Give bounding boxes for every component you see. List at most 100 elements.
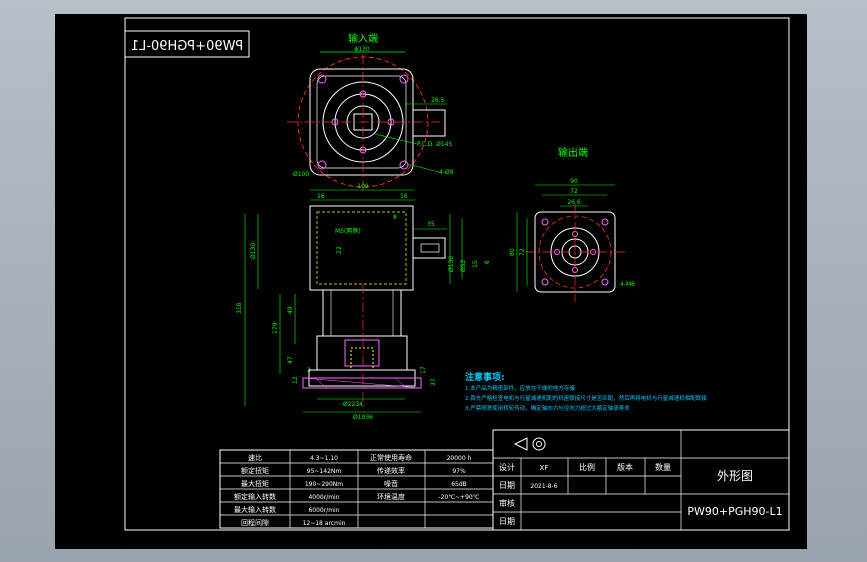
spec-cell: 190~290Nm: [305, 481, 343, 488]
code-box: [124, 30, 250, 58]
spec-cell: 最大输入转数: [234, 505, 276, 514]
spec-table: 速比 4.3~1.10 正常使用寿命 20000 h 额定扭矩 95~142Nm…: [219, 449, 494, 529]
tb-qty-label: 数量: [655, 462, 671, 472]
spec-cell: 额定扭矩: [241, 466, 269, 475]
dim-dia-100: Ø100: [293, 171, 309, 178]
dim-15: 15: [472, 260, 479, 268]
spec-cell: 6000r/min: [308, 507, 339, 514]
dim-37: 37: [430, 378, 437, 386]
bolt-hole: [590, 249, 596, 255]
spec-cell: 4000r/min: [308, 494, 339, 501]
spec-cell: 最大扭矩: [241, 479, 269, 488]
input-end-label: 输入端: [348, 32, 378, 45]
side-dim-72: 72: [570, 188, 578, 195]
dim-17: 17: [420, 366, 427, 374]
bolt-hole: [541, 278, 549, 286]
side-dim-90: 90: [570, 178, 578, 185]
spec-cell: 20000 h: [447, 455, 472, 462]
dim-130-left: Ø130: [250, 243, 257, 259]
dim-dia-bottom-a: Ø2234: [343, 401, 363, 408]
spec-cell: 传递效率: [377, 466, 405, 475]
dim-26-5: 26.5: [431, 97, 445, 104]
dim-16a: 16: [317, 193, 325, 200]
flange-section: [302, 377, 422, 389]
dim-49: 49: [287, 306, 294, 314]
spec-cell: 正常使用寿命: [370, 453, 412, 462]
side-holes: 4-M6: [620, 281, 635, 288]
bolt-hole: [399, 74, 409, 84]
spec-cell: 速比: [248, 453, 262, 462]
spec-cell: -20℃~+90℃: [439, 494, 480, 501]
cad-drawing: PW90+PGH90-L1 输入端 ϕ130 26.5 P.C.D. Ø145 …: [124, 17, 790, 531]
tb-drawing-name: 外形图: [717, 469, 753, 483]
dim-6: 6: [484, 260, 491, 264]
spec-cell: 环境温度: [377, 492, 405, 501]
shaft-key: [420, 243, 440, 253]
projection-circle-inner-icon: [536, 441, 542, 447]
projection-circle-icon: [532, 437, 546, 451]
hidden-gear: [350, 347, 374, 371]
dim-shaft-key: M5(两侧): [335, 227, 361, 235]
dim-109: 109: [357, 183, 369, 190]
note-2: 2.首先严格检查电机与行星减速机配的机座联接尺寸是否匹配，然后再将电机与行星减速…: [465, 394, 707, 402]
spec-cell: 噪音: [384, 479, 398, 488]
dim-16b: 16: [400, 193, 408, 200]
tb-design-value: XF: [540, 464, 549, 472]
dim-179: 179: [272, 322, 279, 334]
drawing-sheet: PW90+PGH90-L1 输入端 ϕ130 26.5 P.C.D. Ø145 …: [55, 14, 807, 549]
adapter-inner: [330, 289, 394, 337]
dim-dia-130: Ø130: [448, 256, 455, 272]
bolt-hole: [554, 249, 560, 255]
tb-sheet-label: 版本: [617, 462, 633, 472]
tb-date-label: 日期: [499, 481, 515, 490]
leader: [406, 163, 440, 173]
leader: [374, 133, 418, 145]
dim-12: 12: [292, 376, 299, 384]
border-frame: [124, 17, 790, 531]
dim-dia-shaft: Ø52: [460, 259, 467, 272]
side-dim-72v: 72: [519, 248, 526, 256]
dim-holes: 4-Ø9: [439, 169, 454, 176]
spec-cell: 97%: [452, 468, 466, 475]
sun-gear-section: [344, 339, 380, 367]
spec-cell: 12~18 arcmin: [303, 520, 346, 527]
hidden-outline: [316, 211, 407, 285]
flange-inner: [316, 75, 407, 169]
bolt-hole: [399, 160, 409, 170]
side-dim-80: 80: [509, 248, 516, 256]
bolt-hole: [317, 74, 327, 84]
adapter-housing: [322, 289, 402, 337]
note-1: 1.本产品为精密部件，应放在干燥的地方存储: [465, 384, 575, 392]
shaft-stub: [412, 109, 446, 137]
mirrored-code: PW90+PGH90-L1: [131, 39, 244, 54]
spec-cell: 回程间隙: [241, 518, 269, 527]
title-block-border: [492, 429, 790, 531]
dim-318: 318: [236, 302, 243, 314]
dim-22: 22: [336, 246, 343, 254]
output-end-label: 输出端: [558, 146, 588, 159]
tb-drawing-code: PW90+PGH90-L1: [687, 505, 782, 518]
bolt-hole: [601, 278, 609, 286]
note-3: 3.严禁随意使用转轮传动，确定轴向力与径向力超过大额定轴承寿命: [465, 404, 630, 412]
bolt-hole: [317, 160, 327, 170]
bolt-hole: [387, 118, 395, 126]
dim-pcd: P.C.D. Ø145: [417, 141, 452, 148]
dim-35: 35: [427, 221, 435, 228]
tb-date2-label: 日期: [499, 517, 515, 526]
side-dim-26-6: 26.6: [567, 199, 581, 206]
bolt-hole: [541, 218, 549, 226]
tb-scale-label: 比例: [579, 462, 595, 472]
hatch: [302, 377, 422, 389]
spec-cell: 4.3~1.10: [310, 455, 338, 462]
spec-cell: 65dB: [451, 481, 467, 488]
dim-dia-bottom-b: Ø1036: [353, 414, 373, 421]
projection-symbol-icon: [513, 437, 528, 451]
bolt-hole: [601, 218, 609, 226]
hatch: [394, 377, 408, 389]
notes-title: 注意事项:: [465, 371, 505, 383]
tb-date-value: 2021-8-6: [530, 483, 557, 490]
dim-47: 47: [287, 356, 294, 364]
gearbox-body: [309, 205, 414, 291]
spec-cell: 95~142Nm: [307, 468, 342, 475]
